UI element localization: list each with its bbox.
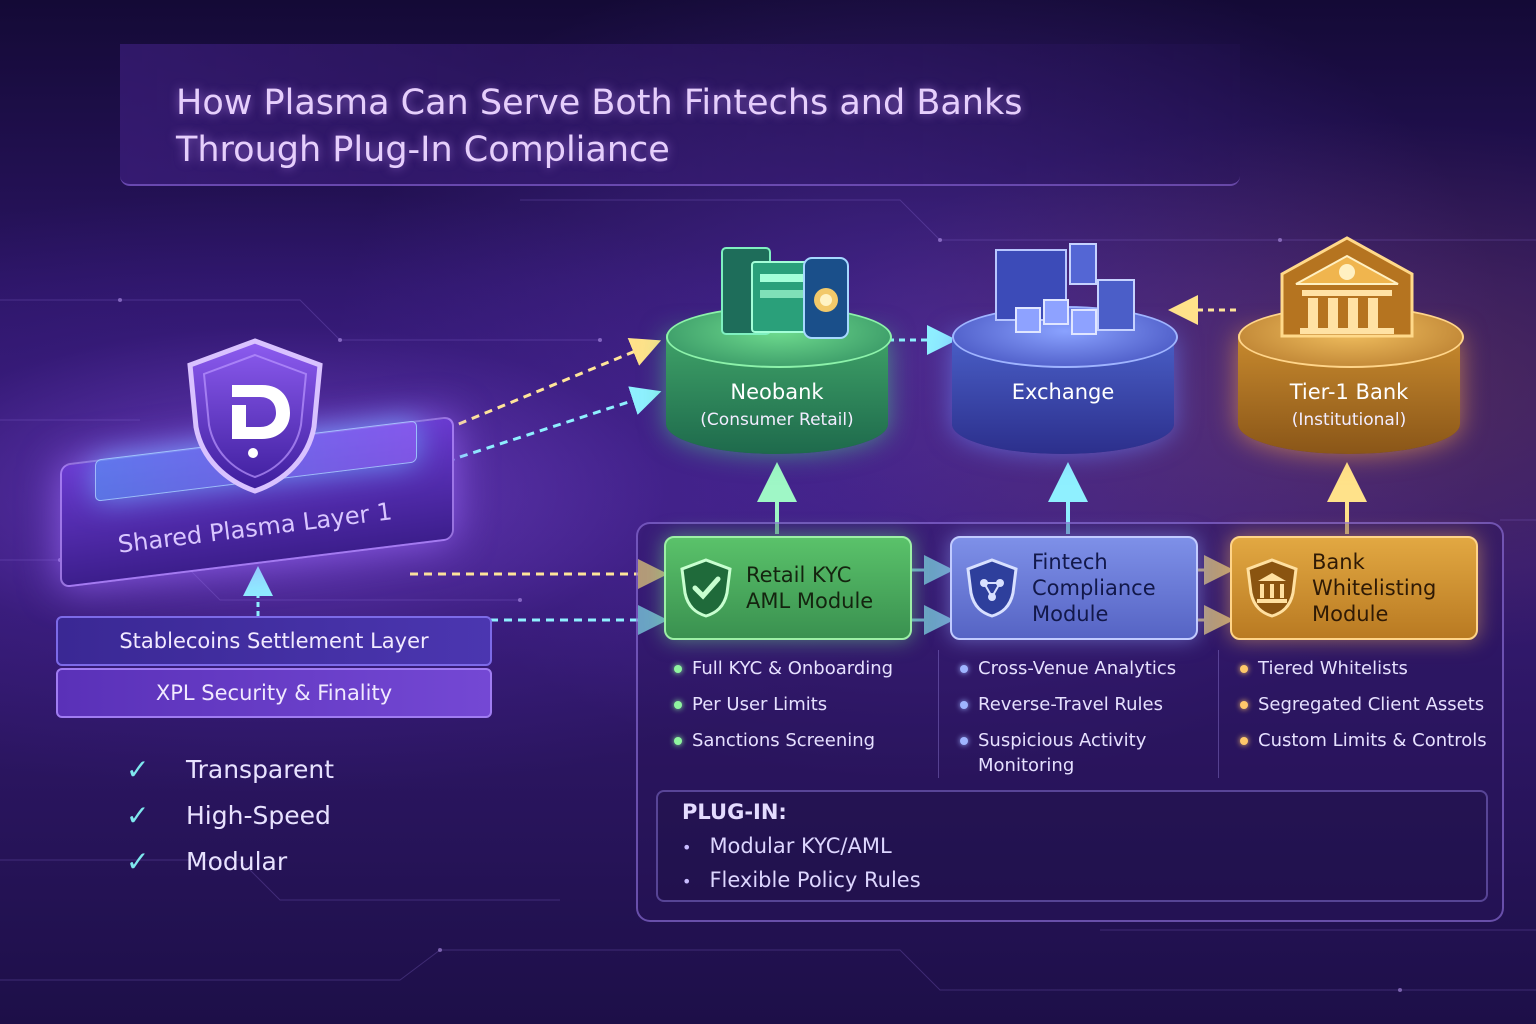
stack-item-stablecoins: Stablecoins Settlement Layer (56, 616, 492, 666)
bank-bullets: Tiered Whitelists Segregated Client Asse… (1238, 656, 1487, 764)
list-item: Flexible Policy Rules (682, 864, 921, 898)
shield-check-icon (678, 557, 734, 619)
check-icon: ✓ (126, 799, 156, 832)
list-item: Cross-Venue Analytics (958, 656, 1198, 681)
plugin-box: PLUG-IN: Modular KYC/AML Flexible Policy… (656, 790, 1488, 902)
list-item: Tiered Whitelists (1238, 656, 1487, 681)
phone-storefront-icon (704, 234, 854, 344)
module-label-line: Retail KYC (746, 562, 873, 588)
list-item: Custom Limits & Controls (1238, 728, 1487, 753)
feature-item: ✓ Modular (126, 838, 334, 884)
shield-logo-icon (180, 335, 330, 495)
module-label-line: Compliance (1032, 575, 1156, 601)
feature-item: ✓ High-Speed (126, 792, 334, 838)
module-label-line: Fintech (1032, 549, 1156, 575)
check-icon: ✓ (126, 845, 156, 878)
module-label-line: Bank (1312, 549, 1436, 575)
shield-nodes-icon (964, 557, 1020, 619)
module-label: Fintech Compliance Module (1032, 549, 1156, 627)
list-item: Per User Limits (672, 692, 893, 717)
list-item: Modular KYC/AML (682, 830, 921, 864)
list-item: Reverse-Travel Rules (958, 692, 1198, 717)
entity-name: Neobank (666, 380, 888, 404)
cubes-building-icon (986, 240, 1146, 346)
module-label-line: Module (1032, 601, 1156, 627)
module-retail-kyc: Retail KYC AML Module (664, 536, 912, 640)
column-divider (938, 650, 939, 778)
column-divider (1218, 650, 1219, 778)
list-item: Suspicious Activity Monitoring (958, 728, 1198, 778)
list-item: Full KYC & Onboarding (672, 656, 893, 681)
feature-label: Transparent (186, 755, 334, 784)
entity-name: Tier-1 Bank (1238, 380, 1460, 404)
module-label-line: Module (1312, 601, 1436, 627)
module-bank-whitelisting: Bank Whitelisting Module (1230, 536, 1478, 640)
list-item: Sanctions Screening (672, 728, 893, 753)
module-label-line: Whitelisting (1312, 575, 1436, 601)
retail-bullets: Full KYC & Onboarding Per User Limits Sa… (672, 656, 893, 764)
feature-item: ✓ Transparent (126, 746, 334, 792)
entity-name: Exchange (952, 380, 1174, 404)
shield-bank-icon (1244, 557, 1300, 619)
arrow-layer-to-neobank-1 (420, 345, 650, 440)
module-label: Bank Whitelisting Module (1312, 549, 1436, 627)
list-item: Segregated Client Assets (1238, 692, 1487, 717)
entity-subtitle: (Consumer Retail) (666, 410, 888, 430)
bank-building-icon (1272, 232, 1422, 346)
stack-item-xpl-security: XPL Security & Finality (56, 668, 492, 718)
module-label: Retail KYC AML Module (746, 562, 873, 614)
plugin-title: PLUG-IN: (682, 800, 787, 824)
arrow-layer-to-neobank-2 (420, 395, 650, 470)
feature-list: ✓ Transparent ✓ High-Speed ✓ Modular (126, 746, 334, 884)
fintech-bullets: Cross-Venue Analytics Reverse-Travel Rul… (958, 656, 1198, 789)
feature-label: Modular (186, 847, 287, 876)
module-label-line: AML Module (746, 588, 873, 614)
module-fintech-compliance: Fintech Compliance Module (950, 536, 1198, 640)
check-icon: ✓ (126, 753, 156, 786)
feature-label: High-Speed (186, 801, 331, 830)
entity-subtitle: (Institutional) (1238, 410, 1460, 430)
